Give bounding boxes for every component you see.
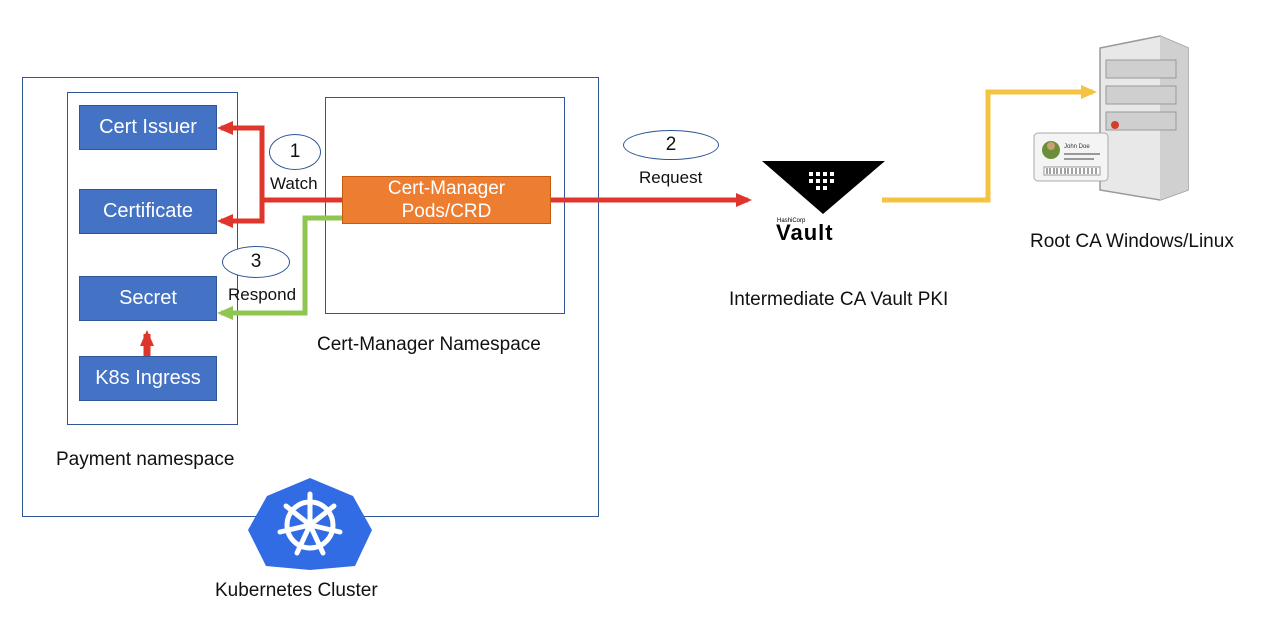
- watch-arrows: [217, 121, 342, 228]
- kubernetes-cluster-label: Kubernetes Cluster: [215, 580, 378, 601]
- payment-namespace-label: Payment namespace: [56, 449, 235, 470]
- cert-issuer-box: Cert Issuer: [79, 105, 217, 150]
- kubernetes-helm-icon: [248, 478, 372, 570]
- step-2-marker: 2: [623, 130, 719, 160]
- k8s-ingress-box: K8s Ingress: [79, 356, 217, 401]
- vault-logo-text: Vault: [776, 220, 834, 245]
- cert-manager-pods-line2: Pods/CRD: [401, 201, 492, 222]
- cert-manager-namespace-frame: [325, 97, 565, 314]
- cert-manager-pods-box: Cert-Manager Pods/CRD: [342, 176, 551, 224]
- root-ca-label: Root CA Windows/Linux: [1030, 231, 1234, 252]
- step-3-marker: 3: [222, 246, 290, 278]
- vault-pki-label: Intermediate CA Vault PKI: [729, 289, 949, 310]
- step-1-label: Watch: [270, 174, 318, 193]
- step-2-label: Request: [639, 168, 703, 187]
- id-card-name: John Doe: [1064, 144, 1090, 150]
- secret-box: Secret: [79, 276, 217, 321]
- cert-manager-pods-line1: Cert-Manager: [387, 178, 506, 199]
- server-tower-icon: John Doe: [1033, 35, 1189, 201]
- step-3-label: Respond: [228, 285, 297, 304]
- certificate-box: Certificate: [79, 189, 217, 234]
- respond-arrow: [217, 215, 342, 320]
- cert-manager-namespace-label: Cert-Manager Namespace: [317, 334, 541, 355]
- vault-to-rootca-arrow: [882, 85, 1097, 203]
- vault-brand-text: HashiCorp: [777, 218, 806, 224]
- vault-logo-icon: HashiCorp Vault: [762, 161, 885, 245]
- step-1-marker: 1: [269, 134, 321, 170]
